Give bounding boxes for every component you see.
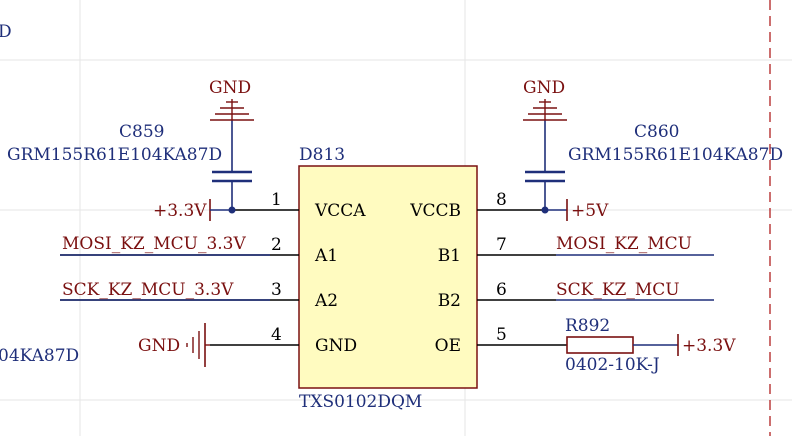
svg-text:GND: GND [523,78,565,98]
pin-name-gnd: GND [315,336,357,356]
pin-number-4: 4 [271,325,282,345]
svg-text:0402-10K-J: 0402-10K-J [565,355,660,375]
ic-pins-left [60,209,299,346]
ic-ref: D813 [299,145,345,165]
pin-name-oe: OE [435,336,461,356]
net-label-mosi-right[interactable]: MOSI_KZ_MCU [556,234,692,254]
resistor-r892[interactable]: R892 0402-10K-J [565,316,678,375]
svg-text:GRM155R61E104KA87D: GRM155R61E104KA87D [7,145,222,165]
gnd-symbol-top-right[interactable]: GND [523,78,567,121]
svg-text:+5V: +5V [571,201,609,221]
top-left-label: D [0,22,12,42]
capacitor-c860[interactable]: C860 GRM155R61E104KA87D [525,120,783,214]
svg-text:GRM155R61E104KA87D: GRM155R61E104KA87D [568,145,783,165]
pin-name-a2: A2 [314,291,338,311]
pin-number-2: 2 [271,235,282,255]
gnd-symbol-left[interactable]: GND [138,323,210,367]
ic-pins-right [477,209,567,346]
net-label-mosi-left[interactable]: MOSI_KZ_MCU_3.3V [62,234,246,254]
capacitor-c859[interactable]: C859 GRM155R61E104KA87D [7,120,252,214]
power-port-3v3-left[interactable]: +3.3V [153,199,232,221]
bottom-left-label: 04KA87D [0,346,79,366]
net-wires [60,254,714,301]
pin-name-a1: A1 [314,246,338,266]
svg-text:+3.3V: +3.3V [153,201,207,221]
pin-name-b2: B2 [438,291,461,311]
svg-text:GND: GND [209,78,251,98]
net-label-sck-right[interactable]: SCK_KZ_MCU [556,280,680,300]
svg-text:GND: GND [138,336,180,356]
ic-part: TXS0102DQM [299,392,422,412]
junction-dot [228,206,236,214]
net-label-sck-left[interactable]: SCK_KZ_MCU_3.3V [62,280,234,300]
pin-name-vccb: VCCB [409,201,461,221]
svg-text:C860: C860 [634,122,679,142]
pin-name-vcca: VCCA [314,201,366,221]
pin-number-8: 8 [496,190,507,210]
pin-number-6: 6 [496,280,507,300]
power-port-5v[interactable]: +5V [545,199,609,221]
pin-number-1: 1 [271,190,282,210]
svg-text:R892: R892 [565,316,610,336]
svg-text:+3.3V: +3.3V [682,336,736,356]
ic-body[interactable] [298,165,478,389]
power-port-3v3-right[interactable]: +3.3V [677,334,736,356]
pin-number-5: 5 [496,325,507,345]
gnd-symbol-top-left[interactable]: GND [209,78,254,121]
svg-text:C859: C859 [119,122,164,142]
pin-name-b1: B1 [438,246,461,266]
pin-number-7: 7 [496,235,507,255]
pin-number-3: 3 [271,280,282,300]
